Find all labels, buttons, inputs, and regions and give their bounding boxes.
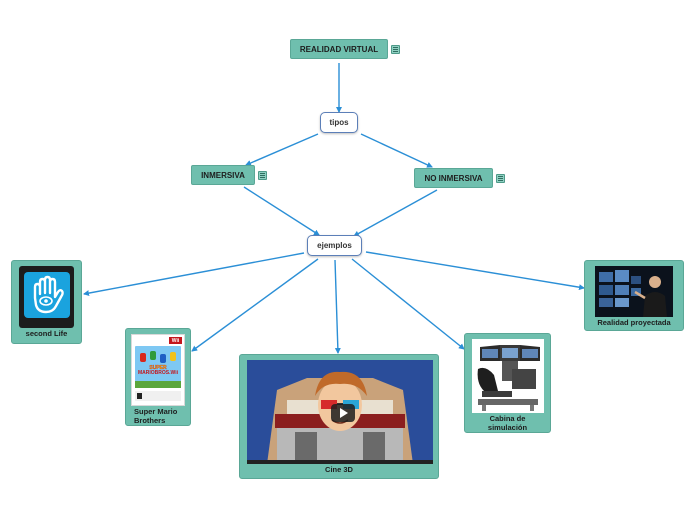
- card-cine-3d[interactable]: Cine 3D: [239, 354, 439, 479]
- node-tipos-label: tipos: [329, 118, 349, 127]
- node-realidad-virtual[interactable]: REALIDAD VIRTUAL: [290, 39, 388, 59]
- edge-no-inmersiva-to-ejemplos: [353, 189, 438, 237]
- cine-3d-caption: Cine 3D: [325, 465, 353, 474]
- edge-tipos-to-no-inmersiva: [360, 133, 433, 168]
- note-icon[interactable]: [391, 45, 400, 54]
- second-life-logo-image: [19, 266, 74, 328]
- wii-badge: Wii: [169, 337, 182, 344]
- cine-3d-video-thumbnail: [247, 360, 433, 464]
- second-life-caption: second Life: [25, 329, 68, 338]
- play-button-icon[interactable]: [331, 404, 355, 422]
- hand-eye-icon: [23, 272, 70, 318]
- node-tipos[interactable]: tipos: [320, 112, 358, 133]
- card-second-life[interactable]: second Life: [11, 260, 82, 344]
- super-mario-caption: Super Mario Brothers: [134, 407, 178, 425]
- realidad-proyectada-caption: Realidad proyectada: [597, 318, 671, 327]
- node-ejemplos-label: ejemplos: [317, 241, 352, 250]
- node-no-inmersiva[interactable]: NO INMERSIVA: [414, 168, 493, 188]
- card-cabina-simulacion[interactable]: Cabina de simulación: [464, 333, 551, 433]
- mario-character-blue: [160, 354, 166, 363]
- node-inmersiva[interactable]: INMERSIVA: [191, 165, 255, 185]
- mario-title-logo: SUPER MARIOBROS.Wii: [138, 365, 178, 376]
- node-realidad-virtual-label: REALIDAD VIRTUAL: [299, 44, 379, 54]
- edge-ejemplos-to-super-mario: [191, 258, 319, 352]
- edge-inmersiva-to-ejemplos: [243, 186, 320, 236]
- mario-character-red: [140, 353, 146, 362]
- mario-character-yellow: [170, 352, 176, 361]
- node-inmersiva-label: INMERSIVA: [201, 170, 245, 180]
- super-mario-cover-image: Wii SUPER MARIOBROS.Wii: [131, 334, 185, 406]
- realidad-proyectada-image: [595, 266, 673, 317]
- card-realidad-proyectada[interactable]: Realidad proyectada: [584, 260, 684, 331]
- node-ejemplos[interactable]: ejemplos: [307, 235, 362, 256]
- edge-tipos-to-inmersiva: [245, 133, 319, 166]
- edge-ejemplos-to-cine-3d: [334, 259, 341, 354]
- cabina-simulacion-caption: Cabina de simulación: [487, 414, 528, 432]
- edge-ejemplos-to-realidad-proyectada: [365, 251, 585, 291]
- cabina-simulacion-image: [471, 339, 544, 413]
- note-icon[interactable]: [496, 174, 505, 183]
- edge-ejemplos-to-cabina: [351, 258, 465, 350]
- edge-ejemplos-to-second-life: [83, 252, 305, 297]
- card-super-mario[interactable]: Wii SUPER MARIOBROS.Wii Super Mario Brot…: [125, 328, 191, 426]
- node-no-inmersiva-label: NO INMERSIVA: [424, 173, 483, 183]
- note-icon[interactable]: [258, 171, 267, 180]
- mario-character-green: [150, 351, 156, 360]
